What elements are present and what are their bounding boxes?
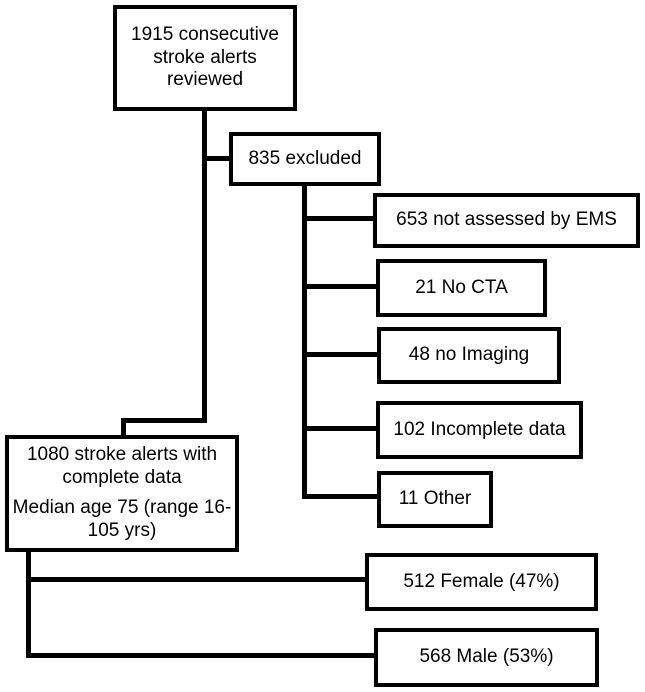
connector-reviewed-elbow-v (121, 418, 126, 437)
node-other-label: 11 Other (398, 488, 472, 510)
connector-branch-incomplete (305, 426, 378, 431)
node-no-imaging-label: 48 no Imaging (408, 344, 530, 366)
node-reviewed: 1915 consecutive stroke alerts reviewed (113, 5, 297, 111)
node-not-assessed-by-ems: 653 not assessed by EMS (373, 193, 640, 248)
node-excluded: 835 excluded (229, 132, 381, 186)
node-complete-data-line1: 1080 stroke alerts with complete data (26, 444, 218, 489)
node-no-cta: 21 No CTA (376, 259, 547, 317)
connector-branch-ems (305, 216, 375, 221)
node-reviewed-label: 1915 consecutive stroke alerts reviewed (131, 23, 279, 91)
connector-excluded-trunk (302, 184, 307, 499)
node-excluded-label: 835 excluded (248, 147, 362, 169)
connector-branch-imaging (305, 352, 379, 357)
connector-reviewed-trunk (202, 109, 207, 423)
node-female-label: 512 Female (47%) (403, 570, 560, 592)
node-complete-data: 1080 stroke alerts with complete data Me… (5, 435, 239, 552)
node-incomplete-data-label: 102 Incomplete data (393, 418, 566, 440)
node-incomplete-data: 102 Incomplete data (376, 401, 583, 459)
connector-excluded-stub (205, 156, 231, 161)
node-other: 11 Other (377, 471, 493, 528)
node-male: 568 Male (53%) (374, 628, 599, 687)
node-no-cta-label: 21 No CTA (415, 276, 508, 298)
node-not-assessed-by-ems-label: 653 not assessed by EMS (396, 209, 617, 231)
node-no-imaging: 48 no Imaging (377, 327, 561, 384)
connector-branch-male (26, 653, 376, 658)
node-male-label: 568 Male (53%) (419, 646, 554, 668)
connector-branch-other (302, 494, 379, 499)
connector-branch-female (26, 577, 367, 582)
connector-complete-trunk (26, 550, 31, 658)
node-complete-data-line2: Median age 75 (range 16-105 yrs) (12, 497, 232, 541)
connector-reviewed-elbow-h (121, 418, 207, 423)
connector-branch-cta (305, 284, 378, 289)
node-female: 512 Female (47%) (365, 553, 598, 611)
